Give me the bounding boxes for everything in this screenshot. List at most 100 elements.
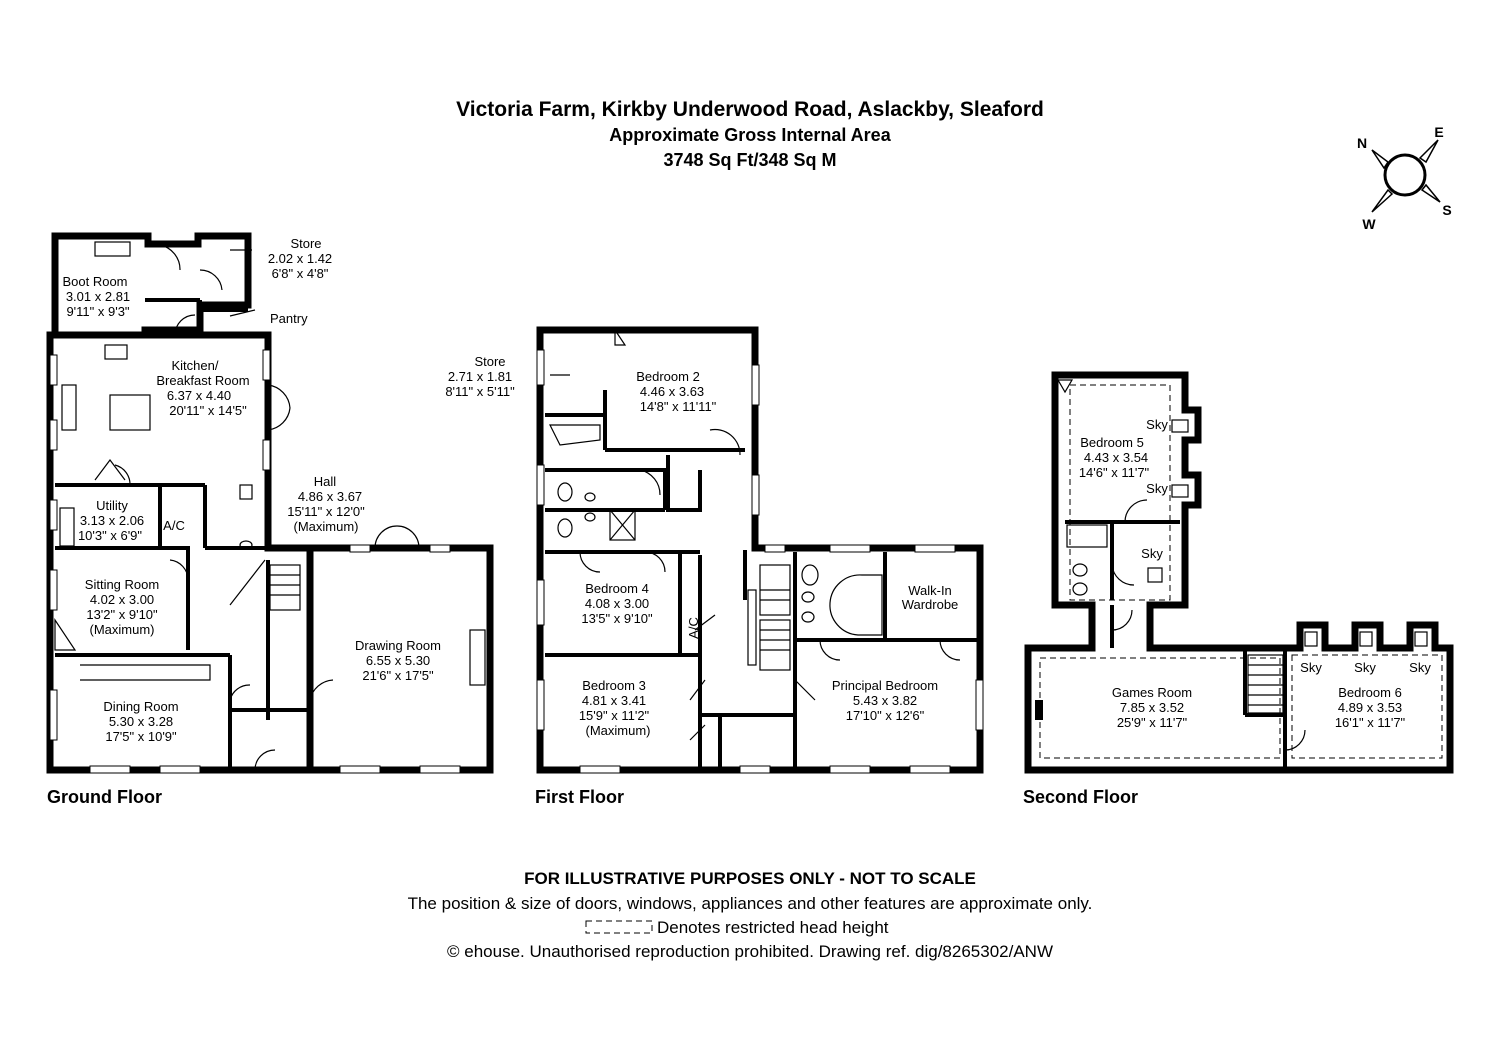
footer-legend: Denotes restricted head height <box>657 918 889 937</box>
svg-text:6.37 x 4.40: 6.37 x 4.40 <box>167 388 231 403</box>
svg-text:5.30 x 3.28: 5.30 x 3.28 <box>109 714 173 729</box>
svg-text:4.81 x 3.41: 4.81 x 3.41 <box>582 693 646 708</box>
compass-w: W <box>1362 216 1376 232</box>
svg-text:4.46 x 3.63: 4.46 x 3.63 <box>640 384 704 399</box>
svg-text:Breakfast Room: Breakfast Room <box>156 373 249 388</box>
area-label: Approximate Gross Internal Area <box>609 125 891 145</box>
ground-floor-plan <box>46 232 494 774</box>
sky-label-2: Sky <box>1146 481 1168 496</box>
sky-label-1: Sky <box>1146 417 1168 432</box>
svg-text:17'5" x 10'9": 17'5" x 10'9" <box>105 729 177 744</box>
sky-label-3: Sky <box>1141 546 1163 561</box>
svg-text:13'2" x 9'10": 13'2" x 9'10" <box>86 607 158 622</box>
room-label-bedroom-6: Bedroom 6 4.89 x 3.53 16'1" x 11'7" <box>1335 685 1406 730</box>
floor-label-first: First Floor <box>535 787 624 807</box>
room-label-hall: Hall 4.86 x 3.67 15'11" x 12'0" (Maximum… <box>287 474 365 534</box>
footer-note: The position & size of doors, windows, a… <box>408 894 1093 913</box>
svg-text:2.02 x 1.42: 2.02 x 1.42 <box>268 251 332 266</box>
compass-n: N <box>1357 135 1367 151</box>
area-value: 3748 Sq Ft/348 Sq M <box>663 150 836 170</box>
room-label-bedroom-4: Bedroom 4 4.08 x 3.00 13'5" x 9'10" <box>581 581 653 626</box>
svg-text:Bedroom 6: Bedroom 6 <box>1338 685 1402 700</box>
room-label-ac-ground: A/C <box>163 518 185 533</box>
room-label-games-room: Games Room 7.85 x 3.52 25'9" x 11'7" <box>1112 685 1192 730</box>
svg-text:(Maximum): (Maximum) <box>90 622 155 637</box>
svg-text:4.86 x 3.67: 4.86 x 3.67 <box>298 489 362 504</box>
room-label-bedroom-3: Bedroom 3 4.81 x 3.41 15'9" x 11'2" (Max… <box>579 678 651 738</box>
svg-text:(Maximum): (Maximum) <box>294 519 359 534</box>
room-label-boot-room: Boot Room 3.01 x 2.81 9'11" x 9'3" <box>62 274 130 319</box>
svg-text:6'8" x 4'8": 6'8" x 4'8" <box>272 266 329 281</box>
svg-text:15'11" x 12'0": 15'11" x 12'0" <box>287 504 365 519</box>
room-label-principal-bedroom: Principal Bedroom 5.43 x 3.82 17'10" x 1… <box>832 678 938 723</box>
compass-s: S <box>1442 202 1451 218</box>
floor-label-ground: Ground Floor <box>47 787 162 807</box>
room-label-store-first: Store 2.71 x 1.81 8'11" x 5'11" <box>445 354 515 399</box>
svg-text:Games Room: Games Room <box>1112 685 1192 700</box>
svg-text:13'5" x 9'10": 13'5" x 9'10" <box>581 611 653 626</box>
sky-label-6: Sky <box>1409 660 1431 675</box>
svg-text:Store: Store <box>474 354 505 369</box>
svg-text:16'1" x 11'7": 16'1" x 11'7" <box>1335 715 1406 730</box>
room-label-store-ground: Store 2.02 x 1.42 6'8" x 4'8" <box>268 236 332 281</box>
svg-text:Kitchen/: Kitchen/ <box>172 358 219 373</box>
svg-text:4.02 x 3.00: 4.02 x 3.00 <box>90 592 154 607</box>
svg-text:3.13 x 2.06: 3.13 x 2.06 <box>80 513 144 528</box>
sky-label-5: Sky <box>1354 660 1376 675</box>
svg-text:21'6" x 17'5": 21'6" x 17'5" <box>362 668 434 683</box>
second-floor-plan <box>1024 371 1454 774</box>
svg-text:2.71 x 1.81: 2.71 x 1.81 <box>448 369 512 384</box>
restricted-height-legend-icon <box>585 920 653 934</box>
svg-text:Dining Room: Dining Room <box>103 699 178 714</box>
room-label-sitting-room: Sitting Room 4.02 x 3.00 13'2" x 9'10" (… <box>85 577 159 637</box>
room-label-bedroom-2: Bedroom 2 4.46 x 3.63 14'8" x 11'11" <box>636 369 716 414</box>
svg-text:9'11" x 9'3": 9'11" x 9'3" <box>66 304 129 319</box>
svg-text:Principal Bedroom: Principal Bedroom <box>832 678 938 693</box>
property-address: Victoria Farm, Kirkby Underwood Road, As… <box>456 98 1044 121</box>
svg-text:8'11" x 5'11": 8'11" x 5'11" <box>445 384 515 399</box>
svg-text:Drawing Room: Drawing Room <box>355 638 441 653</box>
svg-text:Boot Room: Boot Room <box>62 274 127 289</box>
sky-label-4: Sky <box>1300 660 1322 675</box>
room-label-ac-first: A/C <box>686 617 701 639</box>
svg-text:25'9" x 11'7": 25'9" x 11'7" <box>1117 715 1188 730</box>
svg-text:(Maximum): (Maximum) <box>586 723 651 738</box>
footer-copyright: © ehouse. Unauthorised reproduction proh… <box>447 942 1053 961</box>
room-label-pantry: Pantry <box>270 311 308 326</box>
compass-icon: N E S W <box>1357 124 1452 232</box>
svg-text:Utility: Utility <box>96 498 128 513</box>
svg-text:17'10" x 12'6": 17'10" x 12'6" <box>846 708 925 723</box>
svg-text:Walk-In: Walk-In <box>908 583 952 598</box>
svg-text:Hall: Hall <box>314 474 337 489</box>
svg-text:Bedroom 5: Bedroom 5 <box>1080 435 1144 450</box>
room-label-bedroom-5: Bedroom 5 4.43 x 3.54 14'6" x 11'7" <box>1079 435 1150 480</box>
svg-text:5.43 x 3.82: 5.43 x 3.82 <box>853 693 917 708</box>
room-label-utility: Utility 3.13 x 2.06 10'3" x 6'9" <box>78 498 144 543</box>
floor-label-second: Second Floor <box>1023 787 1138 807</box>
svg-text:6.55 x 5.30: 6.55 x 5.30 <box>366 653 430 668</box>
svg-text:4.43 x 3.54: 4.43 x 3.54 <box>1084 450 1148 465</box>
svg-text:20'11" x 14'5": 20'11" x 14'5" <box>169 403 247 418</box>
svg-text:Wardrobe: Wardrobe <box>902 597 959 612</box>
room-label-drawing-room: Drawing Room 6.55 x 5.30 21'6" x 17'5" <box>355 638 441 683</box>
svg-text:Bedroom 3: Bedroom 3 <box>582 678 646 693</box>
svg-text:14'8" x 11'11": 14'8" x 11'11" <box>640 399 717 414</box>
room-label-walk-in-wardrobe: Walk-In Wardrobe <box>902 583 959 612</box>
svg-text:Sitting Room: Sitting Room <box>85 577 159 592</box>
svg-text:15'9" x 11'2": 15'9" x 11'2" <box>579 708 650 723</box>
compass-e: E <box>1434 124 1443 140</box>
svg-text:4.08 x 3.00: 4.08 x 3.00 <box>585 596 649 611</box>
svg-text:Store: Store <box>290 236 321 251</box>
room-label-kitchen: Kitchen/ Breakfast Room 6.37 x 4.40 20'1… <box>156 358 249 418</box>
svg-text:3.01 x 2.81: 3.01 x 2.81 <box>66 289 130 304</box>
svg-text:7.85 x 3.52: 7.85 x 3.52 <box>1120 700 1184 715</box>
room-label-dining-room: Dining Room 5.30 x 3.28 17'5" x 10'9" <box>103 699 178 744</box>
svg-text:Bedroom 4: Bedroom 4 <box>585 581 649 596</box>
svg-text:4.89 x 3.53: 4.89 x 3.53 <box>1338 700 1402 715</box>
svg-text:14'6" x 11'7": 14'6" x 11'7" <box>1079 465 1150 480</box>
first-floor-plan <box>536 326 984 774</box>
footer-disclaimer: FOR ILLUSTRATIVE PURPOSES ONLY - NOT TO … <box>524 869 976 888</box>
svg-text:10'3" x 6'9": 10'3" x 6'9" <box>78 528 142 543</box>
